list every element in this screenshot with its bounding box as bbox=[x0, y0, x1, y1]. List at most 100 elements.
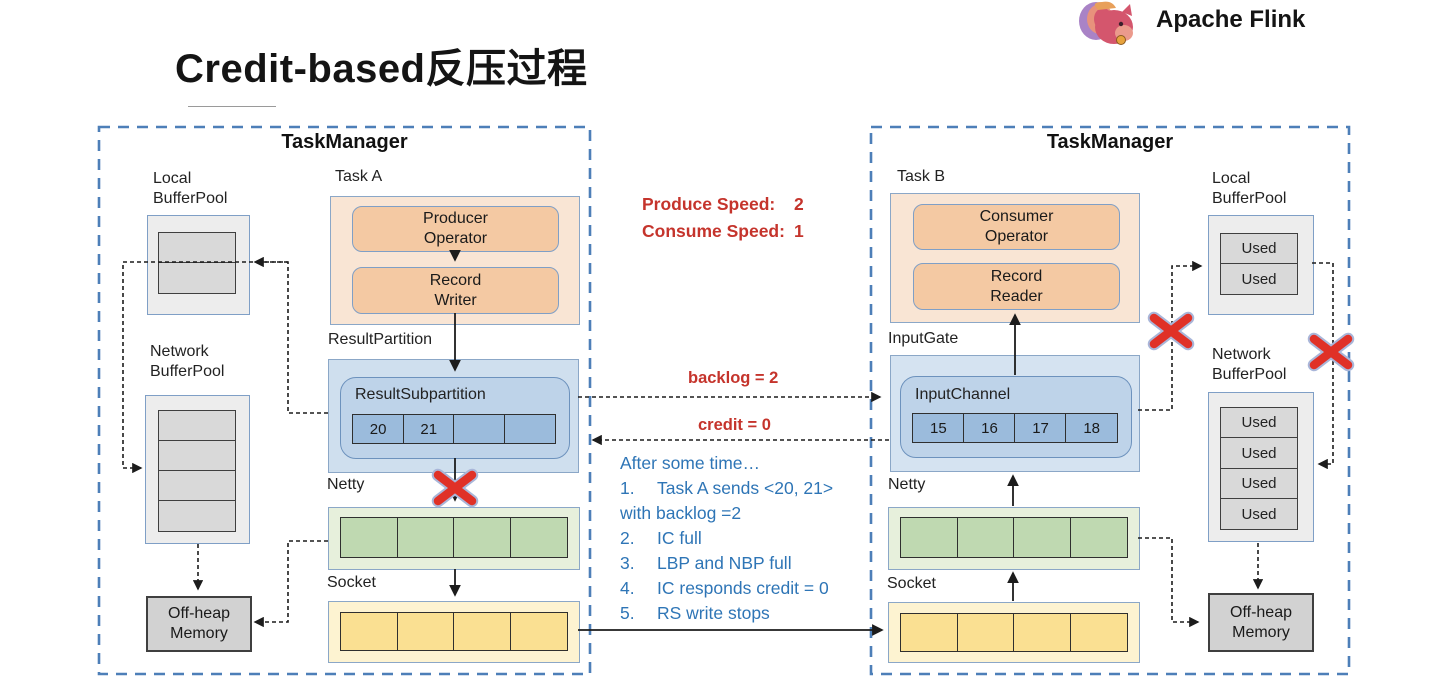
consumer-operator-box: Consumer Operator bbox=[913, 204, 1120, 250]
input-gate-label: InputGate bbox=[888, 330, 959, 347]
buffer-cell-used: Used bbox=[1220, 263, 1298, 295]
consume-speed-label: Consume Speed: bbox=[642, 221, 785, 241]
input-channel-cells: 15 16 17 18 bbox=[912, 413, 1119, 443]
record-writer-box: Record Writer bbox=[352, 267, 559, 314]
buffer-cell bbox=[158, 500, 236, 533]
note-number: 2. bbox=[620, 528, 635, 548]
dashed-resultpartition-to-local-bufferpool bbox=[253, 256, 328, 414]
page-title: Credit-based反压过程 bbox=[175, 47, 588, 91]
notes-intro: After some time… bbox=[620, 453, 761, 473]
left-local-bufferpool-cells bbox=[158, 232, 236, 294]
netty-cell bbox=[1013, 517, 1072, 558]
netty-cell bbox=[1069, 517, 1129, 558]
netty-cell bbox=[340, 517, 399, 558]
credit-label: credit = 0 bbox=[698, 416, 771, 434]
blocked-x-icon bbox=[431, 468, 479, 508]
note-text: Task A sends <20, 21> bbox=[657, 478, 834, 498]
buffer-cell-used: Used bbox=[1220, 498, 1298, 531]
buffer-cell bbox=[158, 440, 236, 472]
note-text: IC responds credit = 0 bbox=[657, 578, 829, 598]
right-network-bufferpool-cells: Used Used Used Used bbox=[1220, 407, 1298, 531]
produce-speed-label: Produce Speed: bbox=[642, 194, 776, 214]
channel-cell: 16 bbox=[963, 413, 1016, 443]
left-taskmanager-title: TaskManager bbox=[281, 131, 408, 153]
brand-name: Apache Flink bbox=[1156, 6, 1306, 33]
socket-cell bbox=[509, 612, 569, 651]
notes-block: After some time… 1. Task A sends <20, 21… bbox=[620, 451, 910, 626]
subpartition-cell bbox=[453, 414, 506, 444]
buffer-cell bbox=[158, 470, 236, 502]
left-network-bufferpool-label: Network BufferPool bbox=[150, 343, 225, 380]
netty-cell bbox=[509, 517, 569, 558]
note-line: 1. Task A sends <20, 21> bbox=[620, 476, 910, 501]
consumer-operator-label: Consumer Operator bbox=[979, 208, 1054, 245]
left-netty-label: Netty bbox=[327, 476, 365, 493]
note-number: 4. bbox=[620, 578, 635, 598]
right-socket-cells bbox=[900, 613, 1129, 652]
buffer-cell-used: Used bbox=[1220, 467, 1298, 500]
right-local-bufferpool-label: Local BufferPool bbox=[1212, 170, 1287, 207]
note-text: LBP and NBP full bbox=[657, 553, 792, 573]
right-netty-label: Netty bbox=[888, 476, 926, 493]
note-line: with backlog =2 bbox=[620, 501, 910, 526]
note-text: RS write stops bbox=[657, 603, 770, 623]
netty-cell bbox=[900, 517, 959, 558]
blocked-x-icon bbox=[1147, 311, 1195, 351]
socket-cell bbox=[453, 612, 512, 651]
producer-operator-box: Producer Operator bbox=[352, 206, 559, 252]
right-network-bufferpool-label: Network BufferPool bbox=[1212, 346, 1287, 383]
netty-cell bbox=[956, 517, 1015, 558]
right-socket-label: Socket bbox=[887, 575, 936, 592]
left-netty-cells bbox=[340, 517, 569, 558]
socket-cell bbox=[1069, 613, 1129, 652]
note-line: 4. IC responds credit = 0 bbox=[620, 576, 910, 601]
right-offheap-memory-label: Off-heap Memory bbox=[1230, 603, 1292, 641]
record-reader-box: Record Reader bbox=[913, 263, 1120, 310]
flink-squirrel-logo-icon bbox=[1079, 1, 1133, 45]
buffer-cell bbox=[158, 410, 236, 442]
result-partition-label: ResultPartition bbox=[328, 331, 433, 348]
netty-cell bbox=[453, 517, 512, 558]
note-line: 2. IC full bbox=[620, 526, 910, 551]
note-text: with backlog =2 bbox=[620, 503, 742, 523]
note-line: 3. LBP and NBP full bbox=[620, 551, 910, 576]
right-taskmanager-title: TaskManager bbox=[1046, 131, 1174, 153]
record-reader-label: Record Reader bbox=[990, 267, 1043, 305]
producer-operator-label: Producer Operator bbox=[423, 210, 488, 247]
dashed-inputgate-to-local-bufferpool bbox=[1138, 260, 1203, 411]
result-subpartition-label: ResultSubpartition bbox=[355, 386, 486, 403]
title-underline bbox=[188, 106, 276, 107]
left-socket-label: Socket bbox=[327, 574, 376, 591]
note-number: 1. bbox=[620, 478, 635, 498]
blocked-x-icon bbox=[1307, 332, 1355, 372]
channel-cell: 17 bbox=[1014, 413, 1067, 443]
backlog-label: backlog = 2 bbox=[688, 369, 779, 387]
right-local-bufferpool-cells: Used Used bbox=[1220, 233, 1298, 295]
socket-cell bbox=[1013, 613, 1072, 652]
buffer-cell-used: Used bbox=[1220, 233, 1298, 265]
left-offheap-memory-box: Off-heap Memory bbox=[146, 596, 252, 652]
subpartition-cell bbox=[503, 414, 557, 444]
consume-speed-row: Consume Speed: 1 bbox=[642, 221, 804, 242]
result-subpartition-cells: 20 21 bbox=[352, 414, 557, 444]
channel-cell: 18 bbox=[1065, 413, 1119, 443]
netty-cell bbox=[396, 517, 455, 558]
note-number: 5. bbox=[620, 603, 635, 623]
input-channel-label: InputChannel bbox=[915, 386, 1011, 403]
socket-cell bbox=[900, 613, 959, 652]
left-socket-cells bbox=[340, 612, 569, 651]
socket-cell bbox=[956, 613, 1015, 652]
produce-speed-value: 2 bbox=[794, 194, 804, 214]
buffer-cell-used: Used bbox=[1220, 437, 1298, 470]
note-text: IC full bbox=[657, 528, 702, 548]
buffer-cell bbox=[158, 232, 236, 264]
left-network-bufferpool-cells bbox=[158, 410, 236, 533]
right-netty-cells bbox=[900, 517, 1129, 558]
dashed-netty-to-offheap bbox=[253, 540, 328, 628]
left-offheap-memory-label: Off-heap Memory bbox=[168, 605, 230, 642]
note-number: 3. bbox=[620, 553, 635, 573]
task-b-label: Task B bbox=[897, 168, 946, 185]
buffer-cell-used: Used bbox=[1220, 407, 1298, 439]
record-writer-label: Record Writer bbox=[429, 271, 482, 309]
